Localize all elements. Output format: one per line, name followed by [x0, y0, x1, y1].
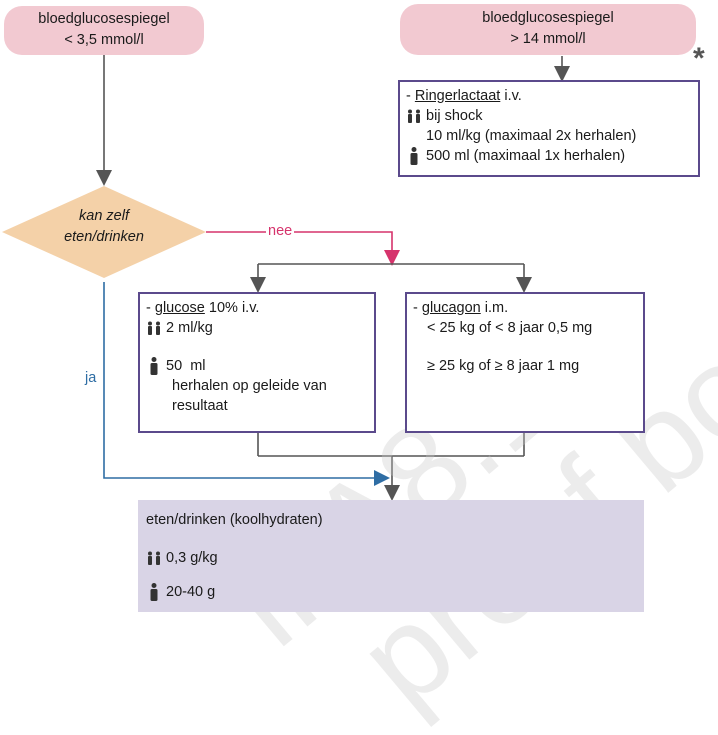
ringer-title: Ringerlactaat [414, 88, 501, 104]
ringer-dash: - [406, 88, 411, 104]
start-high-line1: bloedglucosespiegel [482, 10, 614, 26]
decision-diamond [2, 186, 206, 278]
arrow-no [206, 231, 400, 266]
glucagon-dose-large: ≥ 25 kg of ≥ 8 jaar 1 mg [427, 358, 580, 374]
ringer-child-line1: bij shock [426, 108, 483, 124]
arrow-yes [103, 282, 390, 486]
start-low-line2: < 3,5 mmol/l [64, 32, 144, 48]
food-child-dose: 0,3 g/kg [166, 550, 218, 566]
asterisk-mark: * [693, 42, 705, 75]
ringer-box: - Ringerlactaat i.v. bij shock 10 ml/kg … [398, 80, 700, 177]
glucose-dash: - [146, 300, 151, 316]
decision-line2: eten/drinken [64, 229, 144, 245]
decision-line1: kan zelf [79, 208, 129, 224]
ringer-route: i.v. [500, 88, 522, 104]
children-icon [148, 321, 160, 336]
glucagon-dash: - [413, 300, 418, 316]
glucagon-dose-small: < 25 kg of < 8 jaar 0,5 mg [427, 320, 593, 336]
food-title: eten/drinken (koolhydraten) [146, 512, 323, 528]
food-adult-dose: 20-40 g [166, 584, 216, 600]
yes-label: ja [83, 369, 99, 387]
ringer-adult-line: 500 ml (maximaal 1x herhalen) [426, 148, 626, 164]
glucose-note-line2: resultaat [172, 398, 228, 414]
children-icon [148, 551, 160, 566]
glucose-route: 10% i.v. [204, 300, 260, 316]
start-low-line1: bloedglucosespiegel [38, 11, 170, 27]
glucose-title: glucose [154, 300, 205, 316]
glucagon-route: i.m. [480, 300, 509, 316]
start-low-glucose: bloedglucosespiegel < 3,5 mmol/l [4, 6, 204, 55]
glucose-child-dose: 2 ml/kg [166, 320, 213, 336]
adult-icon [410, 147, 418, 166]
adult-icon [150, 357, 158, 376]
glucagon-box: - glucagon i.m. < 25 kg of < 8 jaar 0,5 … [405, 292, 645, 433]
glucose-note-line1: herhalen op geleide van [172, 378, 327, 394]
children-icon [408, 109, 420, 124]
food-box: eten/drinken (koolhydraten) 0,3 g/kg 20-… [138, 500, 644, 612]
start-high-glucose: bloedglucosespiegel > 14 mmol/l [400, 4, 696, 55]
adult-icon [150, 583, 158, 602]
glucose-adult-dose: 50 ml [166, 358, 206, 374]
ringer-child-line2: 10 ml/kg (maximaal 2x herhalen) [426, 128, 637, 144]
glucagon-title: glucagon [421, 300, 481, 316]
start-high-line2: > 14 mmol/l [510, 31, 586, 47]
decision-text: kan zelf eten/drinken [30, 206, 178, 248]
no-label: nee [266, 222, 295, 240]
glucose-box: - glucose 10% i.v. 2 ml/kg 50 ml herhale… [138, 292, 376, 433]
